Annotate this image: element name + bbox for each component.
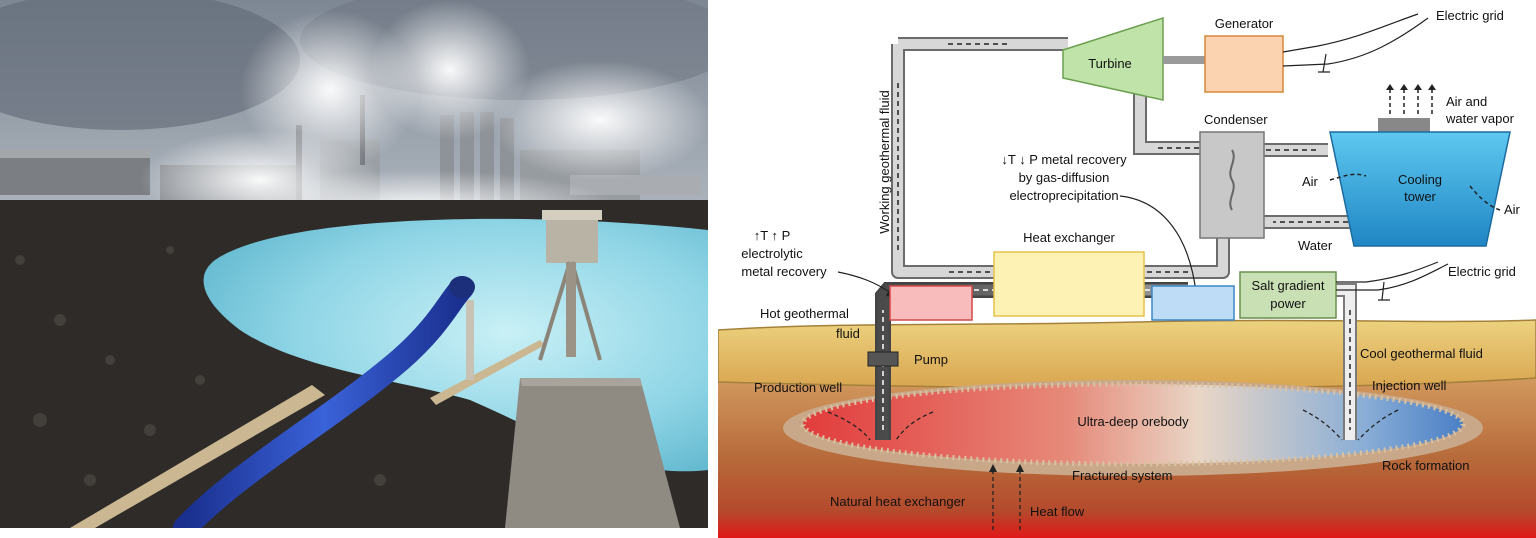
low-tp-label-2: by gas-diffusion xyxy=(1019,170,1110,185)
high-tp-label-2: electrolytic xyxy=(741,246,803,261)
electroprecipitation-unit xyxy=(1151,285,1235,321)
air-vapor-label-1: Air and xyxy=(1446,94,1487,109)
cooling-tower: Cooling tower xyxy=(1329,84,1511,247)
cooling-label-1: Cooling xyxy=(1398,172,1442,187)
turbine-label: Turbine xyxy=(1088,56,1132,71)
fractured-system-label: Fractured system xyxy=(1072,468,1172,483)
pump: Pump xyxy=(867,351,948,367)
generator: Generator xyxy=(1204,16,1284,93)
cool-fluid-label: Cool geothermal fluid xyxy=(1360,346,1483,361)
cooling-label-2: tower xyxy=(1404,189,1436,204)
salt-label-1: Salt gradient xyxy=(1252,278,1325,293)
salt-gradient-power: Salt gradient power xyxy=(1239,271,1337,319)
electric-grid-mid-label: Electric grid xyxy=(1448,264,1516,279)
orebody-label: Ultra-deep orebody xyxy=(1077,414,1189,429)
electrolytic-recovery-unit xyxy=(889,285,973,321)
salt-label-2: power xyxy=(1270,296,1306,311)
sampling-station xyxy=(466,210,602,380)
heat-flow-label: Heat flow xyxy=(1030,504,1085,519)
condenser: Condenser xyxy=(1199,112,1268,239)
geothermal-metal-recovery-diagram: Turbine Generator Electric grid Working … xyxy=(718,8,1536,538)
natural-hx-label: Natural heat exchanger xyxy=(830,494,966,509)
high-tp-label-3: metal recovery xyxy=(741,264,827,279)
pump-label: Pump xyxy=(914,352,948,367)
geothermal-plant-photo xyxy=(0,0,708,528)
production-well-label: Production well xyxy=(754,380,842,395)
low-tp-label-3: electroprecipitation xyxy=(1009,188,1118,203)
rock-formation-label: Rock formation xyxy=(1382,458,1469,473)
working-fluid-label: Working geothermal fluid xyxy=(877,90,892,234)
low-tp-label-1: ↓T ↓ P metal recovery xyxy=(1001,152,1127,167)
heat-exchanger-label: Heat exchanger xyxy=(1023,230,1115,245)
air-left-label: Air xyxy=(1302,174,1319,189)
hot-fluid-label-2: fluid xyxy=(836,326,860,341)
ultra-deep-orebody xyxy=(783,380,1483,476)
hot-fluid-label-1: Hot geothermal xyxy=(760,306,849,321)
air-vapor-label-2: water vapor xyxy=(1445,111,1515,126)
generator-label: Generator xyxy=(1215,16,1274,31)
high-tp-label-1: ↑T ↑ P xyxy=(754,228,791,243)
water-label: Water xyxy=(1298,238,1333,253)
turbine: Turbine xyxy=(1062,16,1164,101)
condenser-label: Condenser xyxy=(1204,112,1268,127)
injection-well-label: Injection well xyxy=(1372,378,1447,393)
heat-exchanger: Heat exchanger xyxy=(993,230,1145,317)
electric-grid-top-label: Electric grid xyxy=(1436,8,1504,23)
power-lines-top xyxy=(1282,13,1429,73)
power-lines-mid xyxy=(1336,261,1449,301)
air-right-label: Air xyxy=(1504,202,1521,217)
